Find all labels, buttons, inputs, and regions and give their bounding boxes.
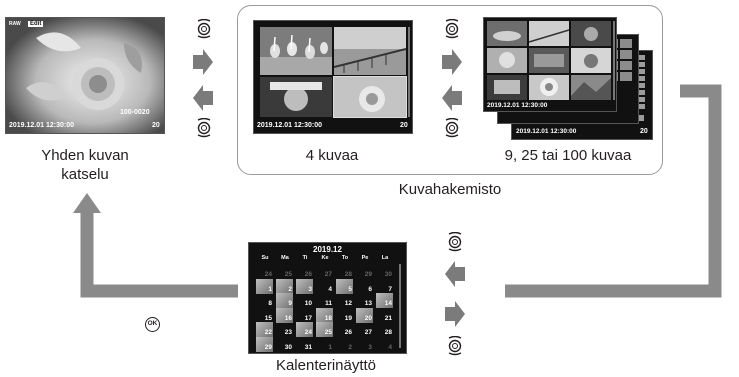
- calendar-day[interactable]: 16: [276, 307, 293, 323]
- label-index: Kuvahakemisto: [398, 181, 502, 198]
- weekday-label: Ti: [302, 255, 308, 261]
- calendar-day[interactable]: 3: [296, 278, 313, 294]
- weekday-row: Su Ma Ti Ke To Pe La: [256, 255, 396, 263]
- scrollbar[interactable]: [408, 27, 410, 117]
- weekday-label: La: [381, 255, 389, 261]
- calendar-day[interactable]: 12: [344, 300, 352, 307]
- calendar-day[interactable]: 2: [348, 343, 352, 351]
- thumb-flamingos: [260, 27, 332, 75]
- timestamp: 2019.12.01 12:30:00: [257, 122, 322, 129]
- calendar-day[interactable]: 18: [316, 307, 333, 323]
- calendar-day[interactable]: 8: [268, 300, 272, 307]
- calendar-day[interactable]: 11: [325, 300, 332, 307]
- calendar-day[interactable]: 4: [388, 343, 392, 351]
- rose-photo: [6, 18, 164, 133]
- arrow-right-3: [445, 301, 465, 327]
- counter-text: 100-0020: [120, 109, 150, 116]
- mode-indicator: RAW: [9, 21, 21, 27]
- calendar-day[interactable]: 24: [264, 271, 272, 278]
- rear-dial-icon: [197, 118, 211, 138]
- weekday-label: To: [341, 255, 349, 261]
- label-single-view-line2: katselu: [61, 166, 109, 183]
- weekday-label: Ke: [321, 255, 329, 261]
- label-multi-images: 9, 25 tai 100 kuvaa: [504, 147, 632, 164]
- calendar-day[interactable]: 30: [284, 343, 292, 351]
- calendar-day[interactable]: 4: [328, 285, 332, 293]
- weekday-label: Su: [261, 255, 269, 261]
- rear-dial-icon: [197, 19, 211, 39]
- calendar-day[interactable]: 20: [356, 307, 373, 323]
- calendar-day[interactable]: 25: [284, 271, 292, 278]
- calendar-day[interactable]: 10: [304, 300, 312, 307]
- edit-badge-text: Edit: [30, 21, 42, 27]
- calendar-day[interactable]: 23: [284, 329, 292, 336]
- nine-thumb-grid: [487, 21, 615, 100]
- edit-badge: Edit: [28, 21, 44, 27]
- back-timestamp: 2019.12.01 12:30:00: [516, 128, 577, 135]
- arrow-left-3: [445, 261, 465, 287]
- calendar-day[interactable]: 28: [344, 271, 352, 278]
- rear-dial-icon: [448, 232, 462, 252]
- calendar-day[interactable]: 3: [368, 343, 372, 351]
- rear-dial-icon: [448, 336, 462, 356]
- calendar-day[interactable]: 26: [344, 329, 352, 336]
- timestamp: 2019.12.01 12:30:00: [487, 102, 548, 109]
- flow-line-left: [80, 210, 238, 298]
- calendar-day[interactable]: 2: [276, 278, 293, 294]
- calendar-day[interactable]: 7: [388, 285, 392, 293]
- rear-dial-icon: [445, 19, 459, 39]
- timestamp: 2019.12.01 12:30:00: [9, 122, 74, 129]
- calendar-day[interactable]: 30: [384, 271, 392, 278]
- label-four-images: 4 kuvaa: [305, 147, 359, 164]
- ok-label: OK: [147, 320, 158, 327]
- weekday-label: Ma: [281, 255, 289, 261]
- calendar-day[interactable]: 25: [316, 322, 333, 337]
- calendar-day[interactable]: 6: [368, 285, 372, 293]
- rear-dial-icon: [445, 118, 459, 138]
- calendar-day[interactable]: 28: [384, 329, 392, 336]
- nine-image-screen: 2019.12.01 12:30:00: [483, 17, 617, 112]
- calendar-day[interactable]: 13: [364, 300, 372, 307]
- scrollbar[interactable]: [399, 264, 401, 348]
- calendar-day[interactable]: 26: [304, 271, 312, 278]
- calendar-day[interactable]: 1: [328, 343, 332, 351]
- label-single-view-line1: Yhden kuvan: [41, 147, 129, 164]
- calendar-day[interactable]: 9: [276, 293, 293, 308]
- four-image-screen: 2019.12.01 12:30:00 20: [253, 20, 413, 134]
- calendar-day[interactable]: 27: [324, 271, 332, 278]
- frame-number: 20: [152, 122, 160, 129]
- calendar-day[interactable]: 29: [364, 271, 372, 278]
- calendar-day[interactable]: 15: [264, 314, 272, 322]
- calendar-day[interactable]: 27: [364, 329, 372, 336]
- thumb-pier: [334, 27, 406, 75]
- ok-button-icon: OK: [145, 317, 160, 332]
- calendar-day[interactable]: 1: [256, 278, 273, 294]
- frame-number: 20: [400, 122, 408, 129]
- calendar-day[interactable]: 24: [296, 322, 313, 337]
- thumb-child: [260, 77, 332, 117]
- calendar-title: 2019.12: [313, 245, 342, 254]
- calendar-day[interactable]: 22: [256, 322, 273, 337]
- calendar-day[interactable]: 19: [344, 314, 352, 322]
- label-calendar: Kalenterinäyttö: [275, 357, 377, 374]
- arrow-right-1: [193, 49, 213, 75]
- calendar-day[interactable]: 5: [336, 278, 353, 294]
- single-image-screen: RAW Edit 100-0020 2019.12.01 12:30:00 20: [5, 17, 165, 134]
- arrow-left-1: [193, 85, 213, 111]
- thumb-rose: [333, 76, 407, 118]
- weekday-label: Pe: [361, 255, 369, 261]
- calendar-day[interactable]: 31: [304, 343, 312, 351]
- up-arrowhead: [73, 193, 101, 213]
- frame-number: 20: [640, 128, 648, 135]
- calendar-day[interactable]: 29: [256, 336, 273, 352]
- calendar-day[interactable]: 21: [384, 314, 392, 322]
- calendar-day[interactable]: 17: [304, 314, 312, 322]
- calendar-day[interactable]: 14: [376, 293, 393, 308]
